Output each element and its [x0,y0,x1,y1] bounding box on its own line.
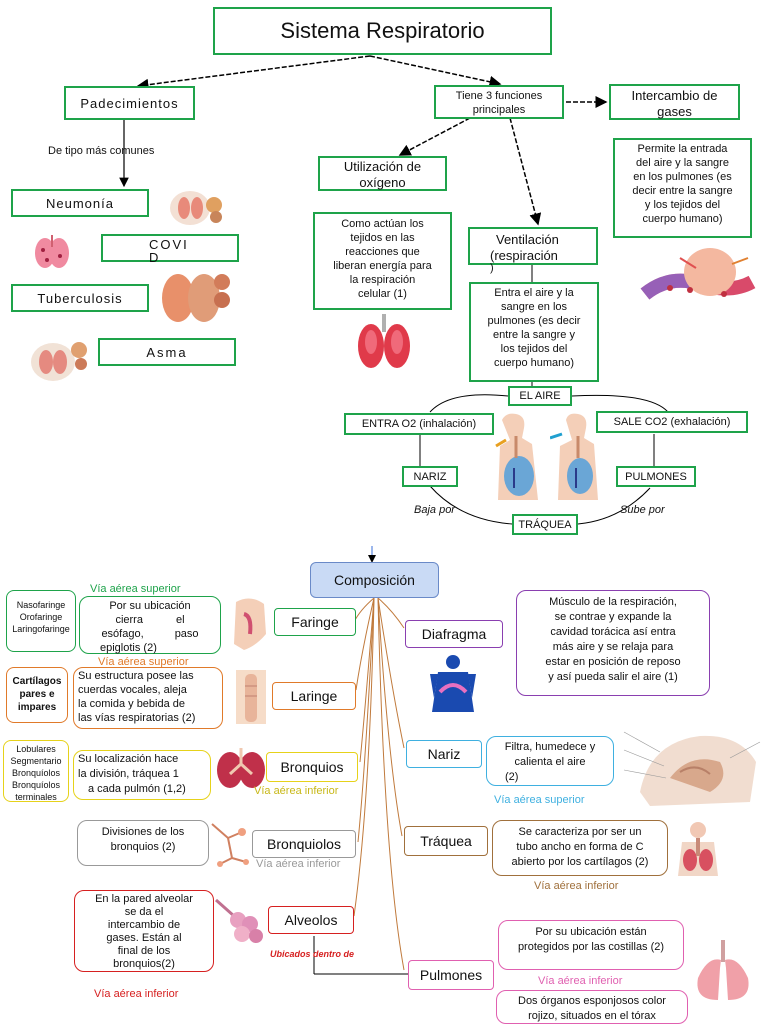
inhalation-figure-image [495,413,538,500]
asma-lungs-image [31,342,87,381]
faringe-head-image [234,598,266,650]
intercambio-label-2: gases [657,104,692,119]
ventilacion-label-1: Ventilación [496,232,559,247]
traquea-body-image [678,822,718,876]
bronquiolos-node: Bronquiolos [252,830,356,858]
traquea-tag: Vía aérea inferior [534,880,619,892]
tuberculosis-node: Tuberculosis [11,284,149,312]
sale-node: SALE CO2 (exhalación) [596,411,748,433]
entra-node: ENTRA O2 (inhalación) [344,413,494,435]
bronquios-image [217,748,265,788]
faringe-tag: Vía aérea superior [90,583,181,595]
alveolos-node: Alveolos [268,906,354,934]
utilizacion-node: Utilización de oxígeno [318,156,447,191]
funciones-label-1: Tiene 3 funciones [455,90,543,102]
utilizacion-label-1: Utilización de [343,159,422,174]
de-tipo-label: De tipo más comunes [48,145,155,157]
bronquiolos-tag: Vía aérea inferior [256,858,341,870]
pulmones-image [697,940,749,1000]
exhalation-figure-image [550,413,598,500]
pulmones-tag: Vía aérea inferior [538,975,623,987]
ventilacion-label-2: (respiración [490,248,558,263]
ventilacion-label-3: ) [490,262,494,274]
alveolos-tag: Vía aérea inferior [94,988,179,1000]
covid-label-1: COVI [149,237,189,252]
laringe-image [236,670,266,724]
intercambio-label-1: Intercambio de [631,88,718,103]
faringe-node: Faringe [274,608,356,636]
laringe-tag: Vía aérea superior [98,656,189,668]
traquea-node: TRÁQUEA [512,514,578,535]
funciones-node: Tiene 3 funciones principales [434,85,564,119]
asma-node: Asma [98,338,236,366]
laringe-node: Laringe [272,682,356,710]
traquea-node-bottom: Tráquea [404,826,488,856]
neumonia-lungs-image [170,191,222,225]
nariz-node-bottom: Nariz [406,740,482,768]
tuberculosis-lungs-image [162,274,230,322]
utilizacion-label-2: oxígeno [359,175,406,190]
funciones-label-2: principales [472,104,526,116]
baja-por-label: Baja por [414,504,455,516]
diafragma-node: Diafragma [405,620,503,648]
neumonia-node: Neumonía [11,189,149,217]
pulmones-node-bottom: Pulmones [408,960,494,990]
covid-label-2: D [149,250,161,265]
padecimientos-node: Padecimientos [64,86,195,120]
nariz-node: NARIZ [402,466,458,487]
sube-por-label: Sube por [620,504,665,516]
ubicados-label: Ubicados dentro de [270,949,355,959]
diafragma-desc: Músculo de la respiración,se contrae y e… [516,590,710,696]
faringe-desc: Por su ubicación cierra el esófago, paso… [79,596,221,654]
bronquiolos-image [211,823,249,867]
bronquios-desc: Su localización hace la división, tráque… [73,750,211,800]
composicion-node: Composición [310,562,439,598]
intercambio-node: Intercambio de gases [609,84,740,120]
nasal-cavity-image [623,731,761,806]
covid-node: COVI D [101,234,239,265]
el-aire-node: EL AIRE [508,386,572,406]
alveolos-image [215,898,263,943]
red-lungs-image [358,314,410,368]
bronquios-node: Bronquios [266,752,358,782]
nariz-tag: Vía aérea superior [494,794,585,806]
ventilacion-node: Ventilación (respiración ) [468,227,598,274]
covid-lungs-image [35,235,69,268]
alveolus-exchange-image [640,248,756,300]
diafragma-body-image [430,655,476,712]
bronquios-tag: Vía aérea inferior [254,785,339,797]
pulmones-node: PULMONES [616,466,696,487]
page-title: Sistema Respiratorio [213,7,552,55]
